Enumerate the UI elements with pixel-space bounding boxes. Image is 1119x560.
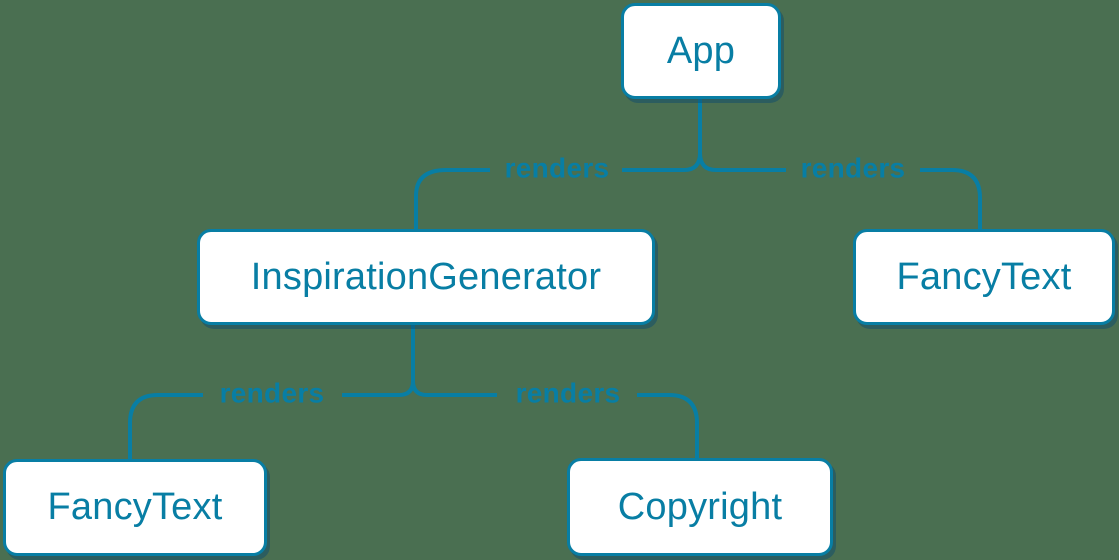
node-inspiration-generator-label: InspirationGenerator bbox=[250, 255, 602, 298]
node-fancy-text-top: FancyText bbox=[853, 229, 1115, 325]
node-copyright: Copyright bbox=[567, 458, 833, 556]
edge-app-to-fancytext bbox=[698, 152, 982, 230]
node-fancy-text-bottom-label: FancyText bbox=[47, 486, 223, 528]
edge-label-renders-inspirationgenerator-fancytext: renders bbox=[219, 377, 325, 409]
node-fancy-text-top-label: FancyText bbox=[896, 255, 1072, 298]
edge-label-renders-app-inspirationgenerator: renders bbox=[504, 152, 610, 184]
edge-label-renders-app-fancytext: renders bbox=[800, 152, 906, 184]
node-app: App bbox=[621, 3, 781, 99]
edge-label-renders-inspirationgenerator-copyright: renders bbox=[515, 377, 621, 409]
node-app-label: App bbox=[666, 29, 736, 72]
node-copyright-label: Copyright bbox=[617, 485, 783, 528]
node-inspiration-generator: InspirationGenerator bbox=[197, 229, 655, 325]
edge-inspirationgenerator-to-copyright bbox=[411, 380, 699, 459]
node-fancy-text-bottom: FancyText bbox=[3, 459, 267, 556]
